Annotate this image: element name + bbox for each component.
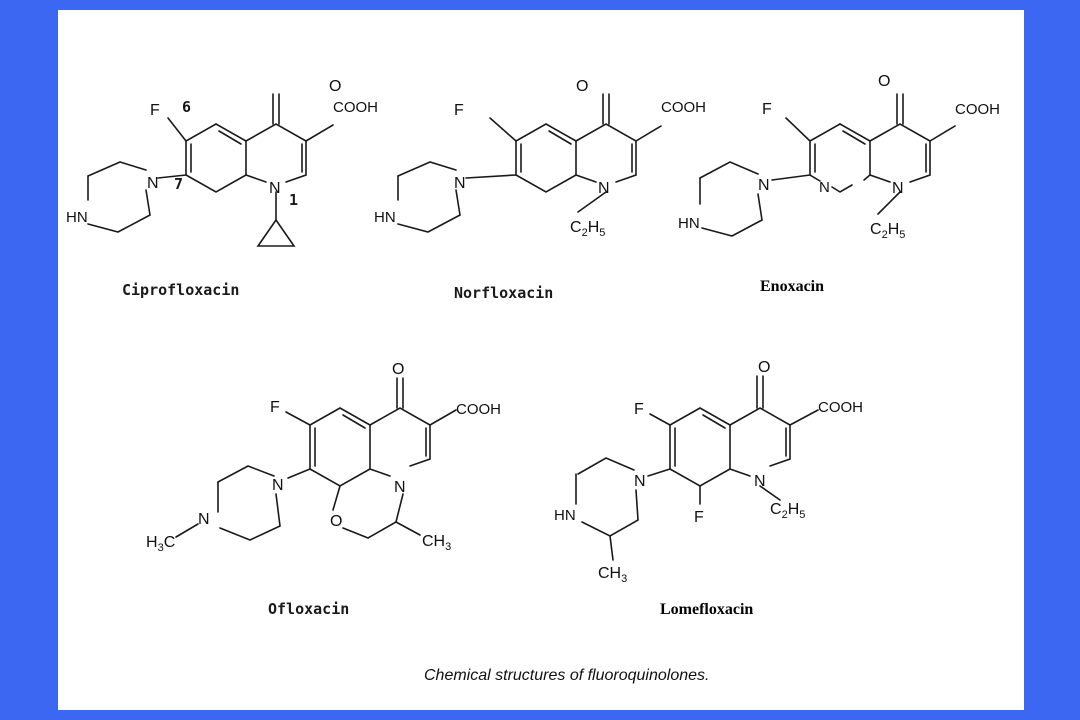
oflox-h3c: H3C	[146, 534, 175, 554]
figure-sheet: O COOH F N N HN 6 7 1 Ciprofloxacin O CO…	[58, 10, 1024, 710]
norflox-ethyl: C2H5	[570, 219, 605, 239]
lome-n-piperazine: N	[634, 473, 646, 490]
molecule-label-lomefloxacin: Lomefloxacin	[660, 601, 753, 618]
molecule-label-norfloxacin: Norfloxacin	[454, 284, 553, 302]
norfloxacin-structure: O COOH F N N HN C2H5 Norfloxacin	[374, 78, 706, 302]
lome-fluorine-6: F	[634, 401, 644, 418]
enox-hn: HN	[678, 215, 700, 232]
lome-ch3: CH3	[598, 565, 627, 585]
cipro-position-7: 7	[174, 175, 183, 193]
norflox-hn: HN	[374, 209, 396, 226]
lome-cooh: COOH	[818, 399, 863, 416]
norflox-cooh: COOH	[661, 99, 706, 116]
lome-ethyl: C2H5	[770, 501, 805, 521]
oflox-oxygen-ring: O	[330, 513, 342, 530]
enoxacin-structure: O COOH F N N N HN C2H5 Enoxacin	[678, 73, 1000, 295]
molecule-label-ciprofloxacin: Ciprofloxacin	[122, 281, 239, 299]
enox-oxygen: O	[878, 73, 890, 90]
figure-caption: Chemical structures of fluoroquinolones.	[424, 667, 709, 684]
structures-diagram: O COOH F N N HN 6 7 1 Ciprofloxacin O CO…	[66, 73, 1000, 684]
lome-oxygen: O	[758, 359, 770, 376]
enox-cooh: COOH	[955, 101, 1000, 118]
cipro-hn: HN	[66, 209, 88, 226]
lome-fluorine-8: F	[694, 509, 704, 526]
cipro-n1: N	[269, 180, 281, 197]
cipro-n7: N	[147, 175, 159, 192]
norflox-fluorine: F	[454, 102, 464, 119]
cipro-cooh: COOH	[333, 99, 378, 116]
norflox-oxygen: O	[576, 78, 588, 95]
ofloxacin-structure: O COOH F N N O N H3C CH3 Ofloxacin	[146, 361, 501, 618]
norflox-n7: N	[454, 175, 466, 192]
ciprofloxacin-structure: O COOH F N N HN 6 7 1 Ciprofloxacin	[66, 78, 378, 299]
oflox-n1: N	[394, 479, 406, 496]
cipro-position-1: 1	[289, 191, 298, 209]
oflox-oxygen-keto: O	[392, 361, 404, 378]
lome-hn: HN	[554, 507, 576, 524]
molecule-label-enoxacin: Enoxacin	[760, 278, 824, 295]
molecule-label-ofloxacin: Ofloxacin	[268, 600, 349, 618]
cipro-oxygen: O	[329, 78, 341, 95]
oflox-ch3: CH3	[422, 533, 451, 553]
enox-fluorine: F	[762, 101, 772, 118]
enox-n1: N	[892, 180, 904, 197]
lome-n1: N	[754, 473, 766, 490]
enox-ethyl: C2H5	[870, 221, 905, 241]
oflox-n-methyl: N	[198, 511, 210, 528]
oflox-n-piperazine: N	[272, 477, 284, 494]
cipro-fluorine: F	[150, 102, 160, 119]
oflox-cooh: COOH	[456, 401, 501, 418]
enox-n7: N	[758, 177, 770, 194]
enox-n8: N	[819, 179, 830, 196]
norflox-n1: N	[598, 180, 610, 197]
cipro-position-6: 6	[182, 98, 191, 116]
lomefloxacin-structure: O COOH F N N F HN C2H5 CH3 Lomefloxacin	[554, 359, 863, 618]
oflox-fluorine: F	[270, 399, 280, 416]
